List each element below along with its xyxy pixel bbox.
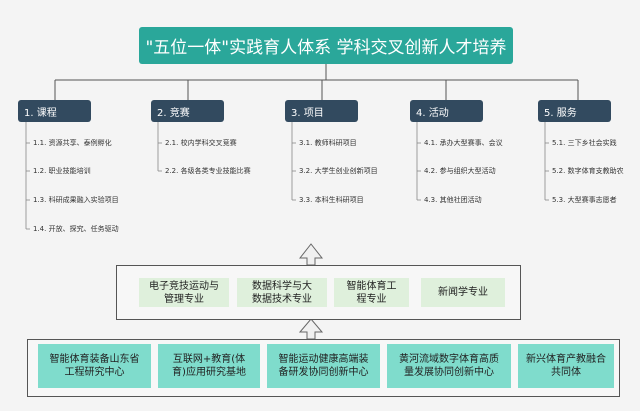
- sub-item: 3.2. 大学生创业创新项目: [299, 167, 378, 175]
- sub-item: 2.1. 校内学科交叉竞赛: [165, 139, 237, 147]
- category-projects: 3. 项目: [285, 100, 358, 122]
- sub-item: 1.2. 职业技能培训: [33, 167, 91, 175]
- main-title: "五位一体"实践育人体系 学科交叉创新人才培养: [139, 27, 513, 64]
- major-esports: 电子竞技运动与管理专业: [139, 278, 229, 307]
- category-services: 5. 服务: [538, 100, 611, 122]
- tree-connectors: [54, 64, 579, 100]
- sub-item: 4.3. 其他社团活动: [424, 196, 482, 204]
- sub-item: 3.3. 本科生科研项目: [299, 196, 364, 204]
- sub-item: 1.3. 科研成果融入实验项目: [33, 196, 119, 204]
- platform-internet-education-base: 互联网+教育(体育)应用研究基地: [158, 344, 260, 388]
- sub-item: 1.1. 资源共享、泰例孵化: [33, 139, 112, 147]
- major-data-science: 数据科学与大数据技术专业: [237, 278, 327, 307]
- platform-engineering-center: 智能体育装备山东省工程研究中心: [38, 344, 151, 388]
- major-smart-sports: 智能体育工程专业: [334, 278, 409, 307]
- category-courses: 1. 课程: [18, 100, 91, 122]
- platform-industry-community: 新兴体育产教融合共同体: [518, 344, 614, 388]
- sub-item: 4.2. 参与组织大型活动: [424, 167, 496, 175]
- sub-item: 5.2. 数字体育支教助农: [552, 167, 624, 175]
- platform-yellow-river-center: 黄河流域数字体育高质量发展协同创新中心: [387, 344, 511, 388]
- category-activities: 4. 活动: [410, 100, 483, 122]
- sub-item: 5.1. 三下乡社会实践: [552, 139, 617, 147]
- major-journalism: 新闻学专业: [421, 278, 505, 307]
- category-competitions: 2. 竞赛: [151, 100, 224, 122]
- up-arrows: [298, 243, 324, 340]
- sub-item: 4.1. 承办大型赛事、会议: [424, 139, 503, 147]
- sub-item: 3.1. 教师科研项目: [299, 139, 357, 147]
- sub-item: 5.3. 大型赛事志愿者: [552, 196, 617, 204]
- sub-item: 1.4. 开放、探究、任务驱动: [33, 225, 119, 233]
- sub-item: 2.2. 各级各类专业技能比赛: [165, 167, 251, 175]
- platform-health-equipment-center: 智能运动健康高端装备研发协同创新中心: [267, 344, 380, 388]
- sub-connectors: [25, 122, 549, 230]
